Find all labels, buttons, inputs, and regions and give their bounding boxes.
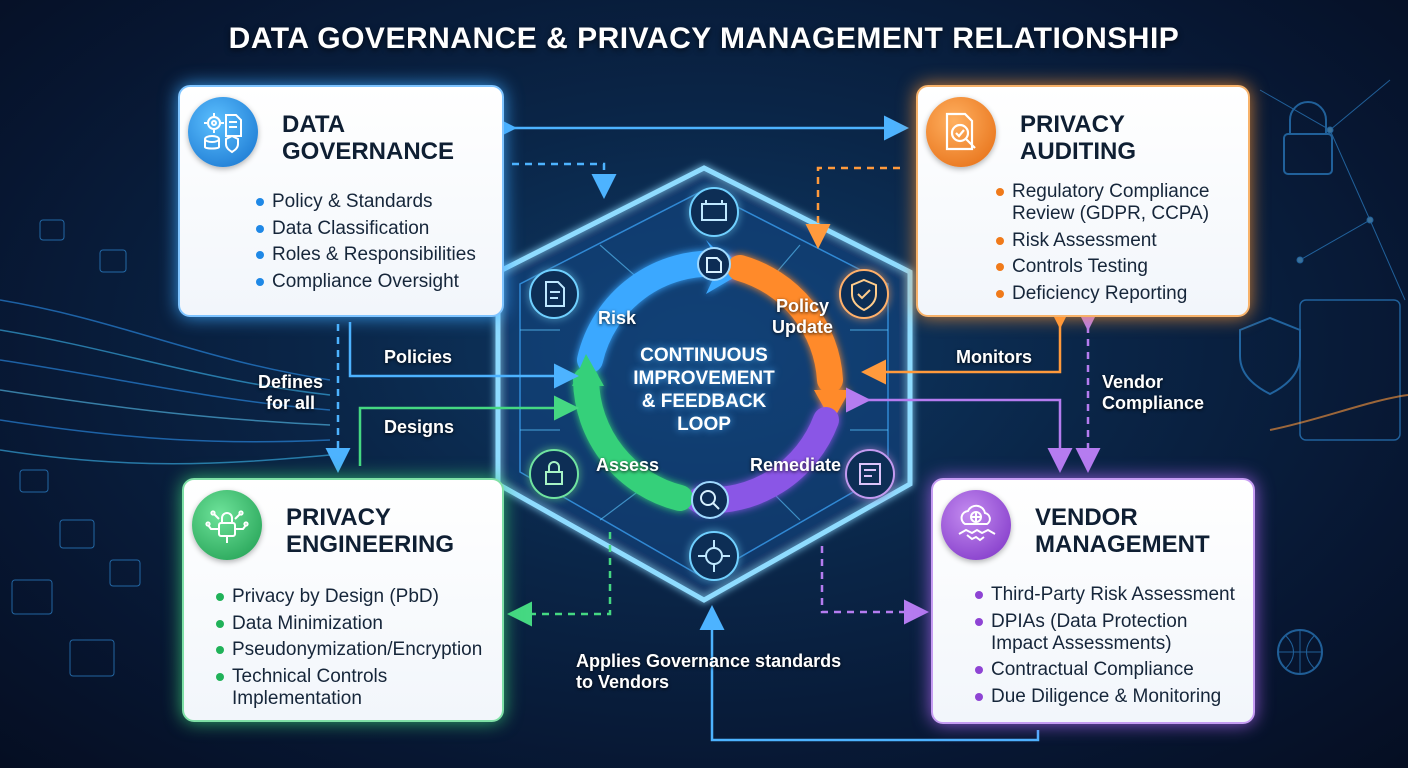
label-line: Applies Governance standards — [576, 651, 842, 671]
list-item: DPIAs (Data Protection Impact Assessment… — [973, 611, 1201, 655]
cloud-handshake-icon — [941, 490, 1011, 560]
stage-remediate-label: Remediate — [750, 455, 842, 475]
title-line: MANAGEMENT — [1035, 531, 1210, 558]
label-line: for all — [266, 393, 316, 413]
list-item: Compliance Oversight — [254, 271, 476, 293]
governance-gears-icon — [188, 97, 258, 167]
title-line: PRIVACY — [1020, 111, 1125, 138]
list-item: Technical Controls Implementation — [214, 666, 412, 710]
vendor-management-card: VENDOR MANAGEMENT Third-Party Risk Asses… — [931, 478, 1255, 724]
stage-line: Update — [772, 317, 834, 337]
hub-line: LOOP — [677, 414, 731, 435]
privacy-auditing-card: PRIVACY AUDITING Regulatory Compliance R… — [916, 85, 1250, 317]
title-line: GOVERNANCE — [282, 138, 455, 165]
page-title: DATA GOVERNANCE & PRIVACY MANAGEMENT REL… — [228, 22, 1180, 55]
list-item: Data Minimization — [214, 613, 494, 635]
title-line: DATA — [282, 111, 346, 138]
title-line: AUDITING — [1020, 138, 1136, 165]
title-line: VENDOR — [1035, 504, 1138, 531]
defines-for-all-label: Defines for all — [258, 372, 323, 414]
vendor-management-title: VENDOR MANAGEMENT — [1035, 504, 1210, 558]
label-line: Vendor — [1102, 372, 1164, 392]
list-item: Policy & Standards — [254, 191, 476, 213]
stage-risk-label: Risk — [598, 308, 637, 328]
hub-line: CONTINUOUS — [640, 345, 768, 366]
stage-line: Policy — [775, 296, 830, 316]
auditing-item-list: Regulatory Compliance Review (GDPR, CCPA… — [994, 181, 1234, 309]
list-item: Third-Party Risk Assessment — [973, 584, 1248, 606]
list-item: Risk Assessment — [994, 230, 1234, 252]
audit-document-magnifier-icon — [926, 97, 996, 167]
label-line: to Vendors — [576, 672, 670, 692]
list-item: Controls Testing — [994, 256, 1234, 278]
hub-line: IMPROVEMENT — [633, 368, 775, 389]
vendor-item-list: Third-Party Risk Assessment DPIAs (Data … — [973, 584, 1248, 712]
hub-line: & FEEDBACK — [641, 391, 767, 412]
list-item: Pseudonymization/Encryption — [214, 639, 494, 661]
privacy-auditing-title: PRIVACY AUDITING — [1020, 111, 1136, 165]
title-line: PRIVACY — [286, 504, 391, 531]
circuit-lock-icon — [192, 490, 262, 560]
list-item: Roles & Responsibilities — [254, 244, 476, 266]
stage-policy-update-label: Policy Update — [772, 296, 833, 338]
label-line: Compliance — [1102, 393, 1205, 413]
governance-item-list: Policy & Standards Data Classification R… — [254, 191, 476, 297]
data-governance-title: DATA GOVERNANCE — [282, 111, 454, 165]
list-item: Privacy by Design (PbD) — [214, 586, 494, 608]
monitors-label: Monitors — [956, 347, 1032, 367]
applies-governance-label: Applies Governance standards to Vendors — [576, 651, 841, 693]
title-line: ENGINEERING — [286, 531, 455, 558]
designs-label: Designs — [384, 417, 455, 437]
list-item: Data Classification — [254, 218, 476, 240]
label-line: Defines — [258, 372, 324, 392]
list-item: Due Diligence & Monitoring — [973, 686, 1248, 708]
privacy-engineering-title: PRIVACY ENGINEERING — [286, 504, 454, 558]
data-governance-card: DATA GOVERNANCE Policy & Standards Data … — [178, 85, 504, 317]
engineering-item-list: Privacy by Design (PbD) Data Minimizatio… — [214, 586, 494, 714]
list-item: Deficiency Reporting — [994, 283, 1234, 305]
stage-assess-label: Assess — [596, 455, 660, 475]
privacy-engineering-card: PRIVACY ENGINEERING Privacy by Design (P… — [182, 478, 504, 722]
policies-label: Policies — [384, 347, 453, 367]
feedback-loop-center-label: CONTINUOUS IMPROVEMENT & FEEDBACK LOOP — [624, 344, 784, 436]
list-item: Contractual Compliance — [973, 659, 1248, 681]
vendor-compliance-label: Vendor Compliance — [1102, 372, 1204, 414]
list-item: Regulatory Compliance Review (GDPR, CCPA… — [994, 181, 1234, 225]
connector-lines — [325, 115, 1101, 742]
